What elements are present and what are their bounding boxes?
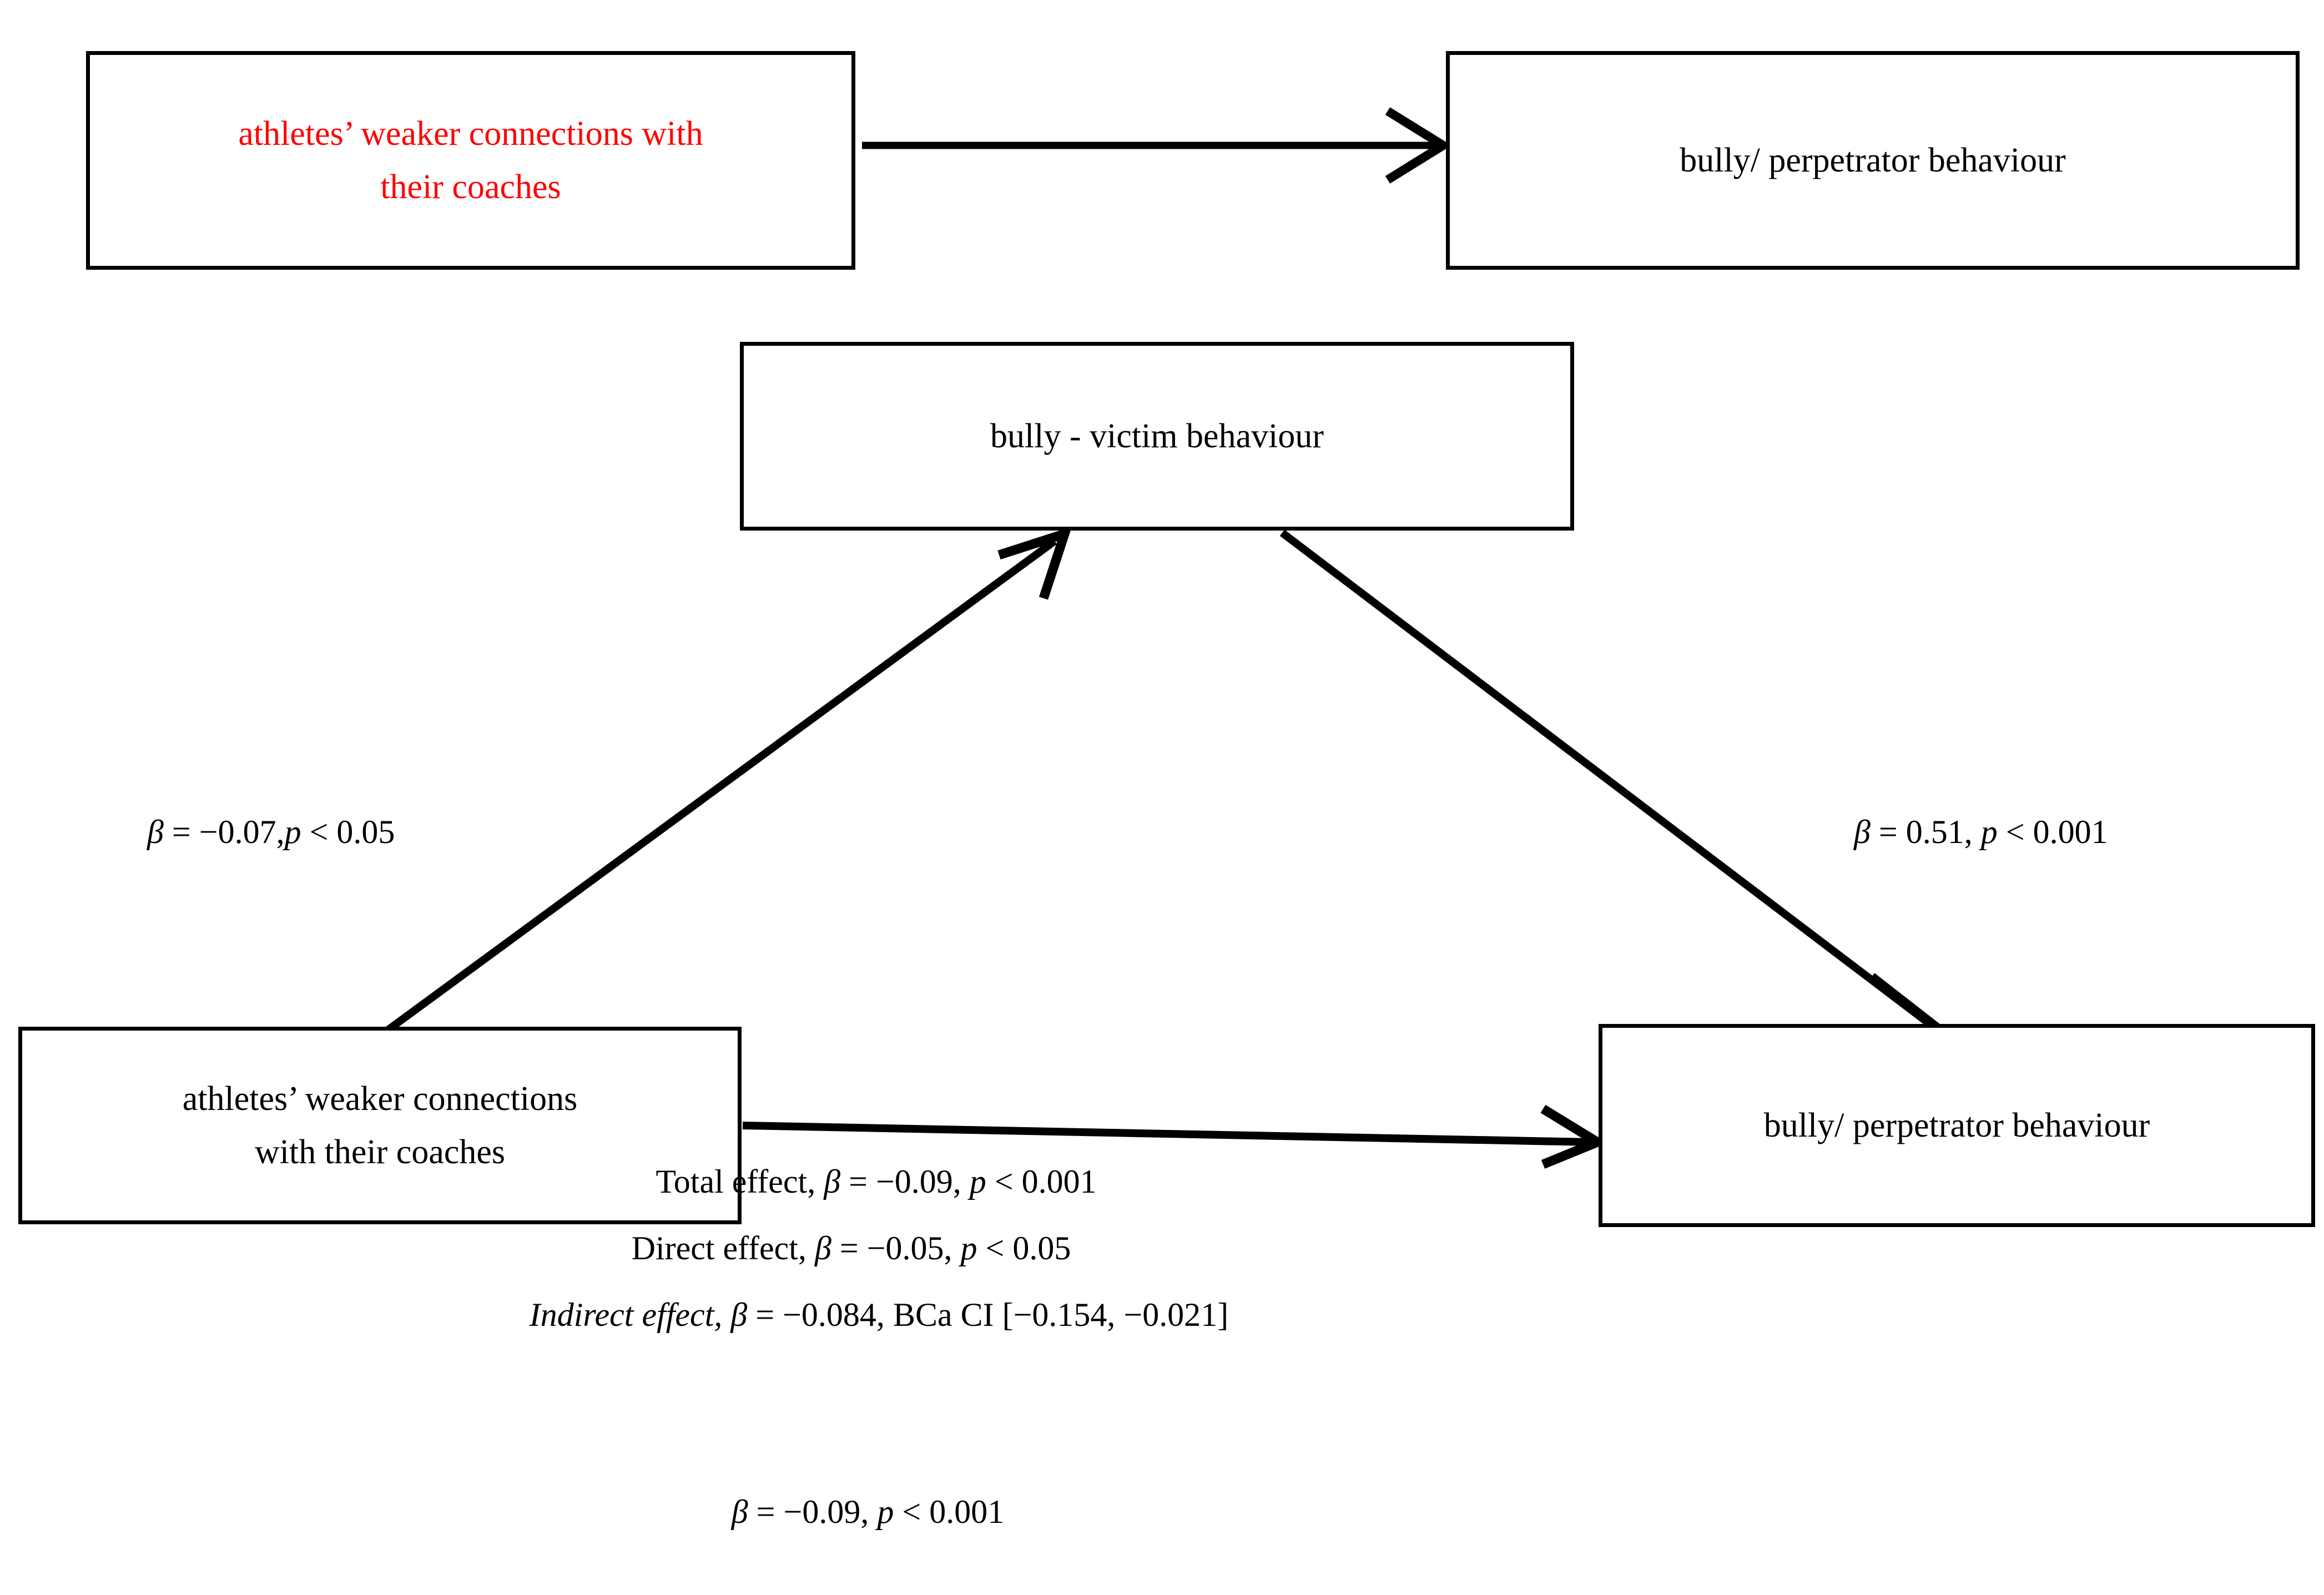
b-path-p-symbol: p <box>1980 814 1998 850</box>
arrow-mediator-to-dv-bottom <box>1279 529 1948 1047</box>
arrow-iv-top-to-dv-top <box>862 107 1452 184</box>
total-effect-prefix: Total effect, <box>656 1163 824 1200</box>
a-path-equals: = <box>163 814 199 850</box>
arrow-iv-bottom-to-dv-bottom <box>742 1104 1608 1169</box>
node-box-dependent-variable-top[interactable]: bully/ perpetrator behaviour <box>1446 51 2300 270</box>
total-effect-beta-value: = −0.09, <box>840 1163 970 1200</box>
direct-effect-p-symbol: p <box>960 1230 977 1266</box>
a-path-beta-symbol: β <box>147 814 164 850</box>
b-path-equals: = <box>1870 814 1906 850</box>
arrow-iv-bottom-to-mediator <box>386 526 1072 1033</box>
total-effect-beta-symbol: β <box>824 1163 841 1200</box>
indirect-effect-ci-label: BCa CI <box>893 1296 1002 1333</box>
bottom-summary-p-value: < 0.001 <box>894 1493 1005 1530</box>
bottom-summary-beta-value: = −0.09, <box>748 1493 878 1530</box>
b-path-beta-value: 0.51, <box>1905 814 1981 850</box>
node-label-iv-top: athletes’ weaker connections with their c… <box>107 107 835 214</box>
total-effect-p-symbol: p <box>969 1163 986 1200</box>
effect-line-direct: Direct effect, β = −0.05, p < 0.05 <box>0 1229 2324 1268</box>
indirect-effect-ci-value: [−0.154, −0.021] <box>1002 1296 1229 1333</box>
direct-effect-beta-value: = −0.05, <box>831 1230 961 1266</box>
effect-line-total: Total effect, β = −0.09, p < 0.001 <box>0 1163 2324 1201</box>
node-box-independent-variable-top[interactable]: athletes’ weaker connections with their c… <box>86 51 855 270</box>
total-effect-p-value: < 0.001 <box>986 1163 1097 1200</box>
node-box-independent-variable-bottom[interactable]: athletes’ weaker connections with their c… <box>18 1027 742 1224</box>
node-label-iv-bottom-line2: with their coaches <box>254 1133 506 1171</box>
node-label-iv-top-line1: athletes’ weaker connections with <box>238 114 703 153</box>
b-path-beta-symbol: β <box>1854 814 1871 850</box>
b-path-p-value: < 0.001 <box>1997 814 2108 850</box>
direct-effect-prefix: Direct effect, <box>631 1230 815 1266</box>
node-box-dependent-variable-bottom[interactable]: bully/ perpetrator behaviour <box>1599 1024 2315 1227</box>
a-path-beta-value: −0.07, <box>199 814 285 850</box>
a-path-p-symbol: p <box>284 814 301 850</box>
indirect-effect-beta-symbol: β <box>730 1296 748 1333</box>
bottom-summary-p-symbol: p <box>877 1493 894 1530</box>
a-path-p-value: < 0.05 <box>301 814 395 850</box>
node-label-dv-top: bully/ perpetrator behaviour <box>1680 141 2066 179</box>
path-label-b-coefficient: β = 0.51, p < 0.001 <box>1854 813 2108 851</box>
bottom-summary-beta-symbol: β <box>731 1493 748 1530</box>
path-label-a-coefficient: β = −0.07,p < 0.05 <box>147 813 395 851</box>
node-label-mediator: bully - victim behaviour <box>990 417 1324 455</box>
direct-effect-p-value: < 0.05 <box>977 1230 1071 1266</box>
effect-line-indirect: Indirect effect, β = −0.084, BCa CI [−0.… <box>0 1296 2324 1334</box>
indirect-effect-beta-value: = −0.084, <box>747 1296 893 1333</box>
node-label-iv-bottom-line1: athletes’ weaker connections <box>182 1079 578 1118</box>
effect-line-bottom-summary: β = −0.09, p < 0.001 <box>0 1493 2324 1531</box>
node-label-iv-bottom: athletes’ weaker connections with their c… <box>39 1072 721 1179</box>
indirect-effect-prefix: Indirect effect, <box>529 1296 731 1333</box>
node-box-mediator[interactable]: bully - victim behaviour <box>740 342 1574 531</box>
node-label-dv-bottom: bully/ perpetrator behaviour <box>1763 1106 2150 1144</box>
node-label-iv-top-line2: their coaches <box>380 168 561 206</box>
direct-effect-beta-symbol: β <box>814 1230 831 1266</box>
